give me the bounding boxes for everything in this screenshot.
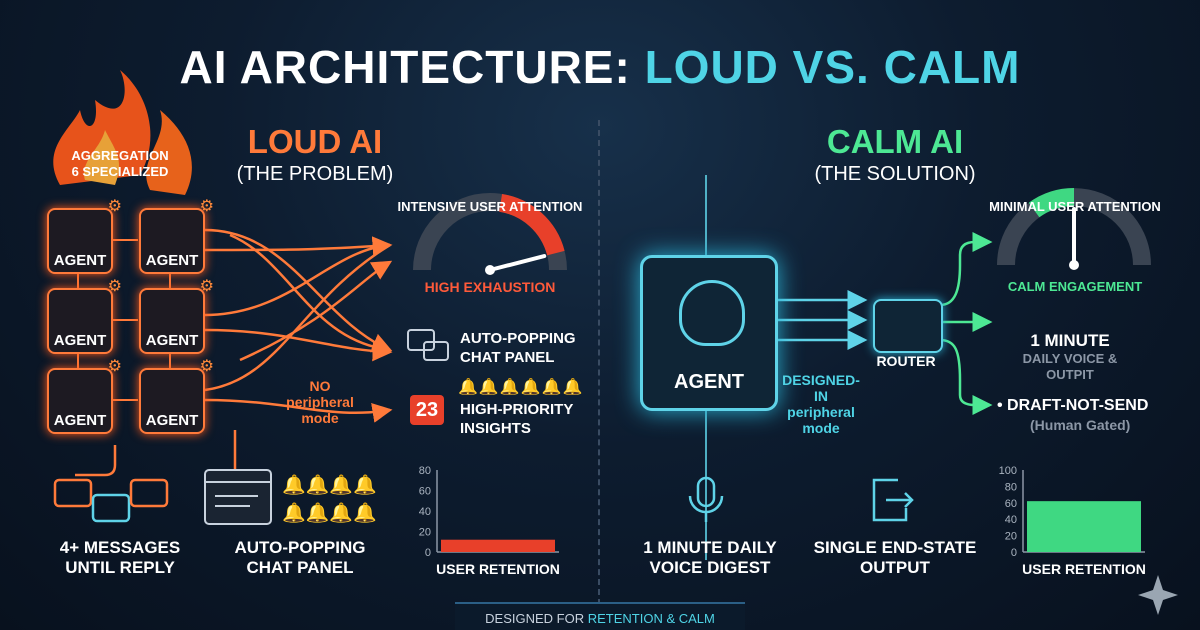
footer-banner: DESIGNED FOR RETENTION & CALM xyxy=(455,602,745,630)
calm-subheading: (THE SOLUTION) xyxy=(814,163,976,185)
draft-not-send-label: • DRAFT-NOT-SEND xyxy=(997,397,1149,414)
minute-title: 1 MINUTE xyxy=(1030,331,1110,350)
calm-agent-node: AGENT xyxy=(640,255,778,411)
chat-panel-line1: AUTO-POPPING xyxy=(460,330,576,347)
minimal-attention-label: MINIMAL USER ATTENTION xyxy=(989,199,1161,214)
insights-line2: INSIGHTS xyxy=(460,420,531,437)
router-outputs xyxy=(939,232,993,415)
brain-head-icon xyxy=(679,280,745,346)
designed-peripheral-label: DESIGNED-IN peripheral mode xyxy=(782,372,860,436)
router-node xyxy=(873,299,943,353)
y-tick-label: 20 xyxy=(419,527,431,539)
calm-gauge xyxy=(997,188,1151,270)
no-peripheral-label: NO peripheral mode xyxy=(286,378,354,426)
y-tick-label: 0 xyxy=(425,547,431,559)
bell-icons-row: 🔔🔔🔔🔔🔔🔔 xyxy=(458,379,584,396)
voice-digest-line2: VOICE DIGEST xyxy=(649,558,771,577)
agent-node: ⚙AGENT xyxy=(47,359,122,434)
minute-sub2: OUTPIT xyxy=(1046,367,1094,382)
exhaustion-gauge xyxy=(413,193,567,275)
retention-bar xyxy=(1027,501,1141,552)
y-tick-label: 100 xyxy=(999,465,1017,477)
agent-node: ⚙AGENT xyxy=(47,279,122,354)
title-main: AI ARCHITECTURE: xyxy=(179,41,631,93)
y-tick-label: 80 xyxy=(419,465,431,477)
chat-panel-line2: CHAT PANEL xyxy=(460,349,555,366)
agent-node: ⚙AGENT xyxy=(139,279,214,354)
loud-connectors xyxy=(75,228,393,477)
bell-icons-grid: 🔔🔔🔔🔔🔔🔔🔔🔔 xyxy=(282,475,377,524)
single-output-line1: SINGLE END-STATE xyxy=(813,538,977,557)
title-highlight: LOUD VS. CALM xyxy=(644,41,1021,93)
gear-icon: ⚙ xyxy=(199,278,214,295)
insights-line1: HIGH-PRIORITY xyxy=(460,401,574,418)
intensive-attention-label: INTENSIVE USER ATTENTION xyxy=(397,199,583,214)
human-gated-label: (Human Gated) xyxy=(1030,417,1131,433)
retention-bar xyxy=(441,539,555,552)
y-tick-label: 20 xyxy=(1005,531,1017,543)
minute-sub1: DAILY VOICE & xyxy=(1022,351,1118,366)
y-tick-label: 60 xyxy=(419,486,431,498)
high-exhaustion-label: HIGH EXHAUSTION xyxy=(424,279,556,295)
messages-line2: UNTIL REPLY xyxy=(65,558,175,577)
section-divider xyxy=(598,120,600,605)
aggregation-count: 6 SPECIALIZED xyxy=(71,164,169,179)
agent-grid-lines xyxy=(77,239,171,401)
chat-window-icon xyxy=(204,469,272,525)
gear-icon: ⚙ xyxy=(107,278,122,295)
microphone-icon xyxy=(688,476,724,522)
y-tick-label: 40 xyxy=(1005,514,1017,526)
insights-count-badge: 23 xyxy=(410,395,444,425)
y-tick-label: 60 xyxy=(1005,498,1017,510)
panel-line1: AUTO-POPPING xyxy=(234,538,366,557)
agent-node: ⚙AGENT xyxy=(139,359,214,434)
calm-heading: CALM AI xyxy=(826,123,964,160)
gear-icon: ⚙ xyxy=(199,358,214,375)
y-tick-label: 0 xyxy=(1011,547,1017,559)
panel-line2: CHAT PANEL xyxy=(246,558,354,577)
aggregation-label: AGGREGATION xyxy=(71,148,169,163)
agent-node: ⚙AGENT xyxy=(139,199,214,274)
calm-connectors xyxy=(775,290,868,350)
router-label: ROUTER xyxy=(876,353,936,369)
message-bubbles-icon xyxy=(53,478,169,523)
messages-line1: 4+ MESSAGES xyxy=(59,538,181,557)
gear-icon: ⚙ xyxy=(107,198,122,215)
calm-engagement-label: CALM ENGAGEMENT xyxy=(1007,279,1143,294)
gear-icon: ⚙ xyxy=(199,198,214,215)
loud-subheading: (THE PROBLEM) xyxy=(236,163,394,185)
y-tick-label: 40 xyxy=(419,506,431,518)
calm-agent-label: AGENT xyxy=(674,371,744,393)
chat-bubbles-icon xyxy=(407,329,449,361)
voice-digest-line1: 1 MINUTE DAILY xyxy=(643,538,777,557)
x-axis-label: USER RETENTION xyxy=(436,561,560,577)
export-icon xyxy=(872,478,914,522)
flame-icon xyxy=(53,70,192,195)
x-axis-label: USER RETENTION xyxy=(1022,561,1146,577)
y-tick-label: 80 xyxy=(1005,481,1017,493)
gear-icon: ⚙ xyxy=(107,358,122,375)
agent-node: ⚙AGENT xyxy=(47,199,122,274)
page-title: AI ARCHITECTURE: LOUD VS. CALM xyxy=(0,40,1200,94)
loud-heading: LOUD AI xyxy=(247,123,383,160)
sparkle-icon xyxy=(1138,575,1178,615)
single-output-line2: OUTPUT xyxy=(860,558,930,577)
